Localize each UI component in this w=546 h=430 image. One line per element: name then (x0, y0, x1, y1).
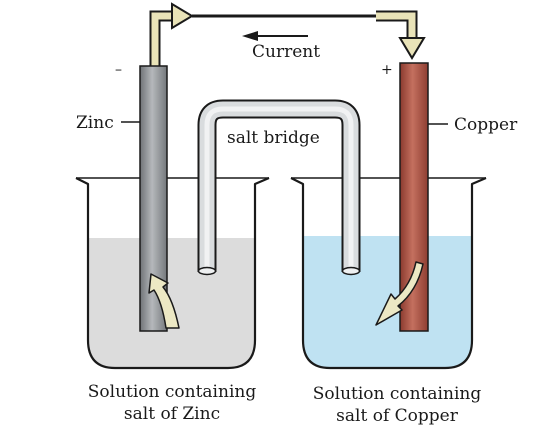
zinc-solution-caption-line2: salt of Zinc (124, 404, 220, 424)
positive-terminal-sign: + (381, 62, 393, 78)
current-label: Current (252, 42, 320, 62)
zinc-label: Zinc (76, 113, 114, 133)
copper-solution-caption-line2: salt of Copper (336, 406, 459, 425)
current-arrow (242, 31, 308, 41)
salt-bridge-label: salt bridge (227, 128, 320, 148)
copper-solution-caption-line1: Solution containing (313, 384, 482, 404)
copper-beaker (290, 176, 487, 370)
copper-ion-flow-arrow (375, 261, 424, 326)
zinc-beaker (75, 176, 270, 370)
zinc-solution-caption-line1: Solution containing (88, 382, 257, 402)
external-circuit-wire (149, 2, 426, 71)
salt-bridge (197, 99, 361, 276)
zinc-ion-flow-arrow (148, 273, 180, 329)
copper-label: Copper (454, 115, 518, 135)
negative-terminal-sign: – (115, 62, 122, 78)
